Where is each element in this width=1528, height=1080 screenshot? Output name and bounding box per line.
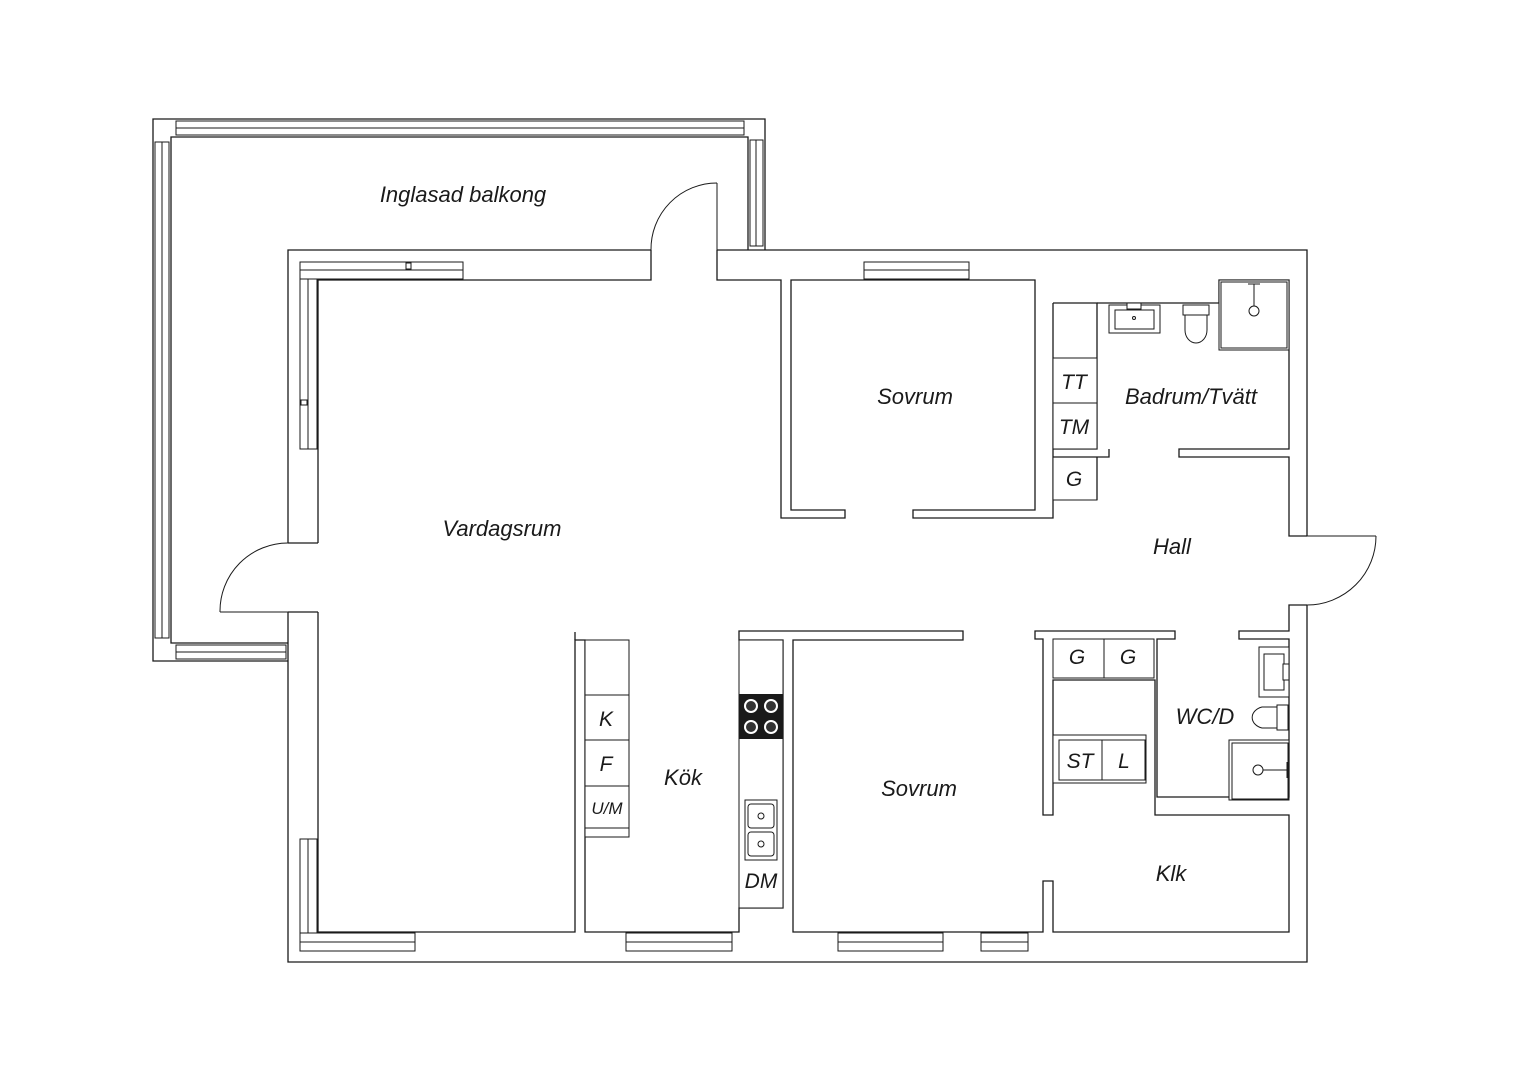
room-label-kitchen: Kök [664,765,703,790]
appliance-label-oven-microwave: U/M [591,799,623,818]
toilet-icon [1182,304,1210,344]
appliance-label-tumble-dryer: TT [1061,371,1089,394]
bathroom-fixtures [1052,279,1290,501]
windows [299,261,1029,952]
appliance-label-dishwasher: DM [745,870,778,893]
room-label-bedroom-top: Sovrum [877,384,953,409]
hall-wardrobes [1052,638,1155,784]
appliance-label-wardrobe-hall-2: G [1120,646,1136,669]
shower-icon [1218,279,1290,351]
wc-shower-icon [1228,739,1290,801]
appliance-label-l: L [1118,750,1130,773]
exterior-walls [287,249,1308,963]
appliance-label-wardrobe-hall-1: G [1069,646,1085,669]
kitchen-sink-icon [744,799,778,861]
room-label-living-room: Vardagsrum [442,516,561,541]
room-label-wc: WC/D [1176,704,1235,729]
appliance-label-freezer: F [600,753,614,776]
wc-toilet-icon [1251,704,1289,731]
appliance-label-fridge: K [599,708,614,731]
room-label-bedroom-bottom: Sovrum [881,776,957,801]
room-label-hall: Hall [1153,534,1192,559]
appliance-label-wardrobe-bath: G [1066,468,1082,491]
room-label-closet: Klk [1156,861,1188,886]
appliance-label-st: ST [1067,750,1096,773]
doors [219,182,1377,613]
wc-sink-icon [1258,646,1290,698]
balcony-glazing [154,120,764,660]
wc-fixtures [1228,646,1290,801]
stove-icon [739,694,783,739]
room-label-balcony: Inglasad balkong [380,182,547,207]
room-label-bathroom: Badrum/Tvätt [1125,384,1258,409]
balcony-enclosure [152,118,766,662]
kitchen-right-counter [738,639,784,909]
kitchen-left-counter [584,639,630,838]
appliance-label-washing-machine: TM [1059,416,1090,439]
